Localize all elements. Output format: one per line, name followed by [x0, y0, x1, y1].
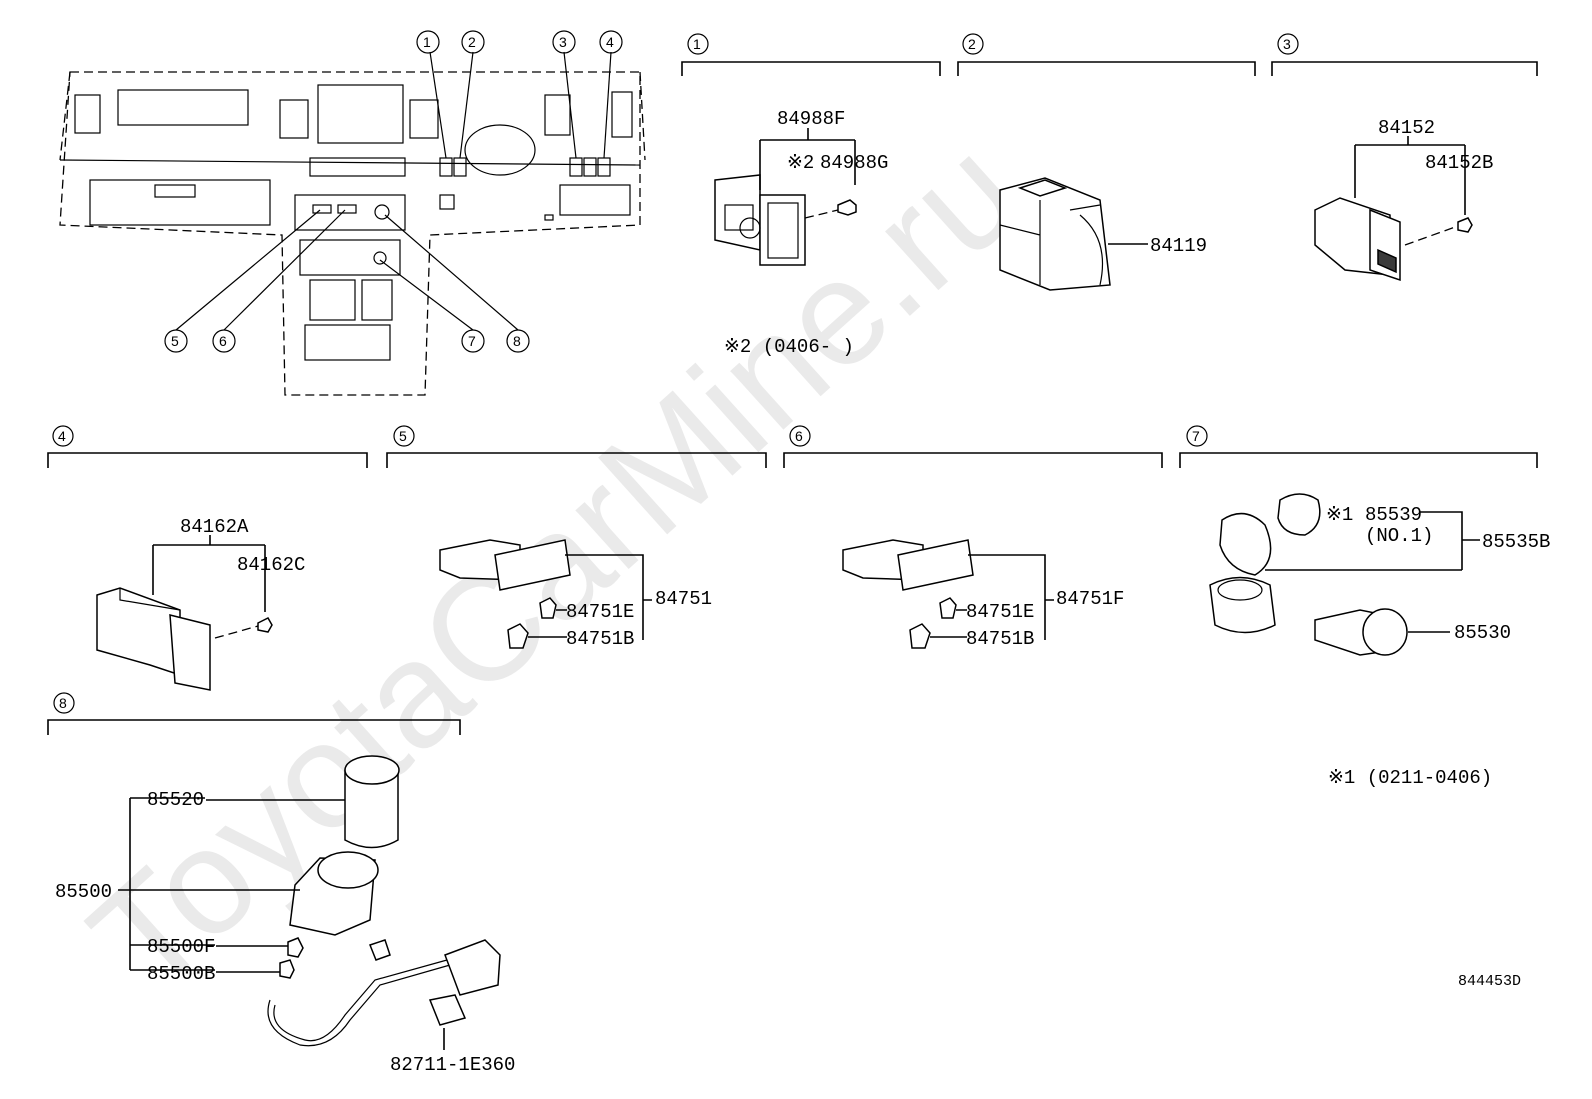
- part-84988G: 84988G: [820, 152, 888, 174]
- part-85539-no1: (NO.1): [1365, 525, 1433, 547]
- part-84751F: 84751F: [1056, 588, 1124, 610]
- diagram-code: 844453D: [1458, 973, 1521, 990]
- part-85500B: 85500B: [147, 963, 215, 985]
- part-84119: 84119: [1150, 235, 1207, 257]
- callout-3: 3: [552, 30, 576, 54]
- svg-text:7: 7: [468, 333, 476, 349]
- svg-text:5: 5: [399, 428, 407, 444]
- svg-text:4: 4: [58, 428, 66, 444]
- svg-text:8: 8: [59, 695, 67, 711]
- svg-text:3: 3: [559, 34, 567, 50]
- callout-2: 2: [461, 30, 485, 54]
- callout-5: 5: [164, 329, 188, 353]
- part-84162A: 84162A: [180, 516, 249, 538]
- part-85535B: 85535B: [1482, 531, 1550, 553]
- part-84751B-a: 84751B: [566, 628, 634, 650]
- svg-text:1: 1: [693, 36, 701, 52]
- svg-text:7: 7: [1192, 428, 1200, 444]
- callout-8: 8: [506, 329, 530, 353]
- part-84751E-b: 84751E: [966, 601, 1034, 623]
- callout-6: 6: [212, 329, 236, 353]
- svg-text:8: 8: [513, 333, 521, 349]
- callout-7: 7: [461, 329, 485, 353]
- dashboard-overview: [59, 51, 646, 396]
- section-3: 3 84152 84152B: [1271, 33, 1538, 282]
- part-85530: 85530: [1454, 622, 1511, 644]
- svg-text:4: 4: [606, 34, 614, 50]
- part-84988F: 84988F: [777, 108, 845, 130]
- svg-text:6: 6: [795, 428, 803, 444]
- svg-text:6: 6: [219, 333, 227, 349]
- part-82711-1E360: 82711-1E360: [390, 1054, 515, 1076]
- note-mark-1: ※1: [1326, 504, 1353, 526]
- part-85500F: 85500F: [147, 936, 215, 958]
- section-2: 2 84119: [957, 33, 1256, 291]
- note-1: ※1 (0211-0406): [1328, 767, 1492, 789]
- part-84152B: 84152B: [1425, 152, 1493, 174]
- svg-text:3: 3: [1283, 36, 1291, 52]
- section-5: 5 84751 84751E 84751B: [386, 425, 767, 650]
- part-84152: 84152: [1378, 117, 1435, 139]
- section-4: 4 84162A 84162C: [47, 425, 368, 691]
- part-85520: 85520: [147, 789, 204, 811]
- callout-1: 1: [416, 30, 440, 54]
- part-84751: 84751: [655, 588, 712, 610]
- section-8: 8 85520 85500 85500F 85500B 82711-1E360: [47, 692, 515, 1076]
- part-85500: 85500: [55, 881, 112, 903]
- part-84162C: 84162C: [237, 554, 305, 576]
- part-84751B-b: 84751B: [966, 628, 1034, 650]
- svg-text:1: 1: [423, 34, 431, 50]
- callout-4: 4: [599, 30, 623, 54]
- svg-text:2: 2: [968, 36, 976, 52]
- section-6: 6 84751F 84751E 84751B: [783, 425, 1163, 650]
- part-84751E: 84751E: [566, 601, 634, 623]
- note-mark-2: ※2: [787, 152, 814, 174]
- section-7: 7 ※1 85539 (NO.1) 85535B 85530 ※1 (0211-…: [1179, 425, 1550, 789]
- svg-text:5: 5: [171, 333, 179, 349]
- note-2: ※2 (0406- ): [724, 336, 854, 358]
- part-85539: 85539: [1365, 504, 1422, 526]
- section-1: 1 84988F ※2 84988G ※2 (0406- ): [681, 33, 941, 358]
- svg-text:2: 2: [468, 34, 476, 50]
